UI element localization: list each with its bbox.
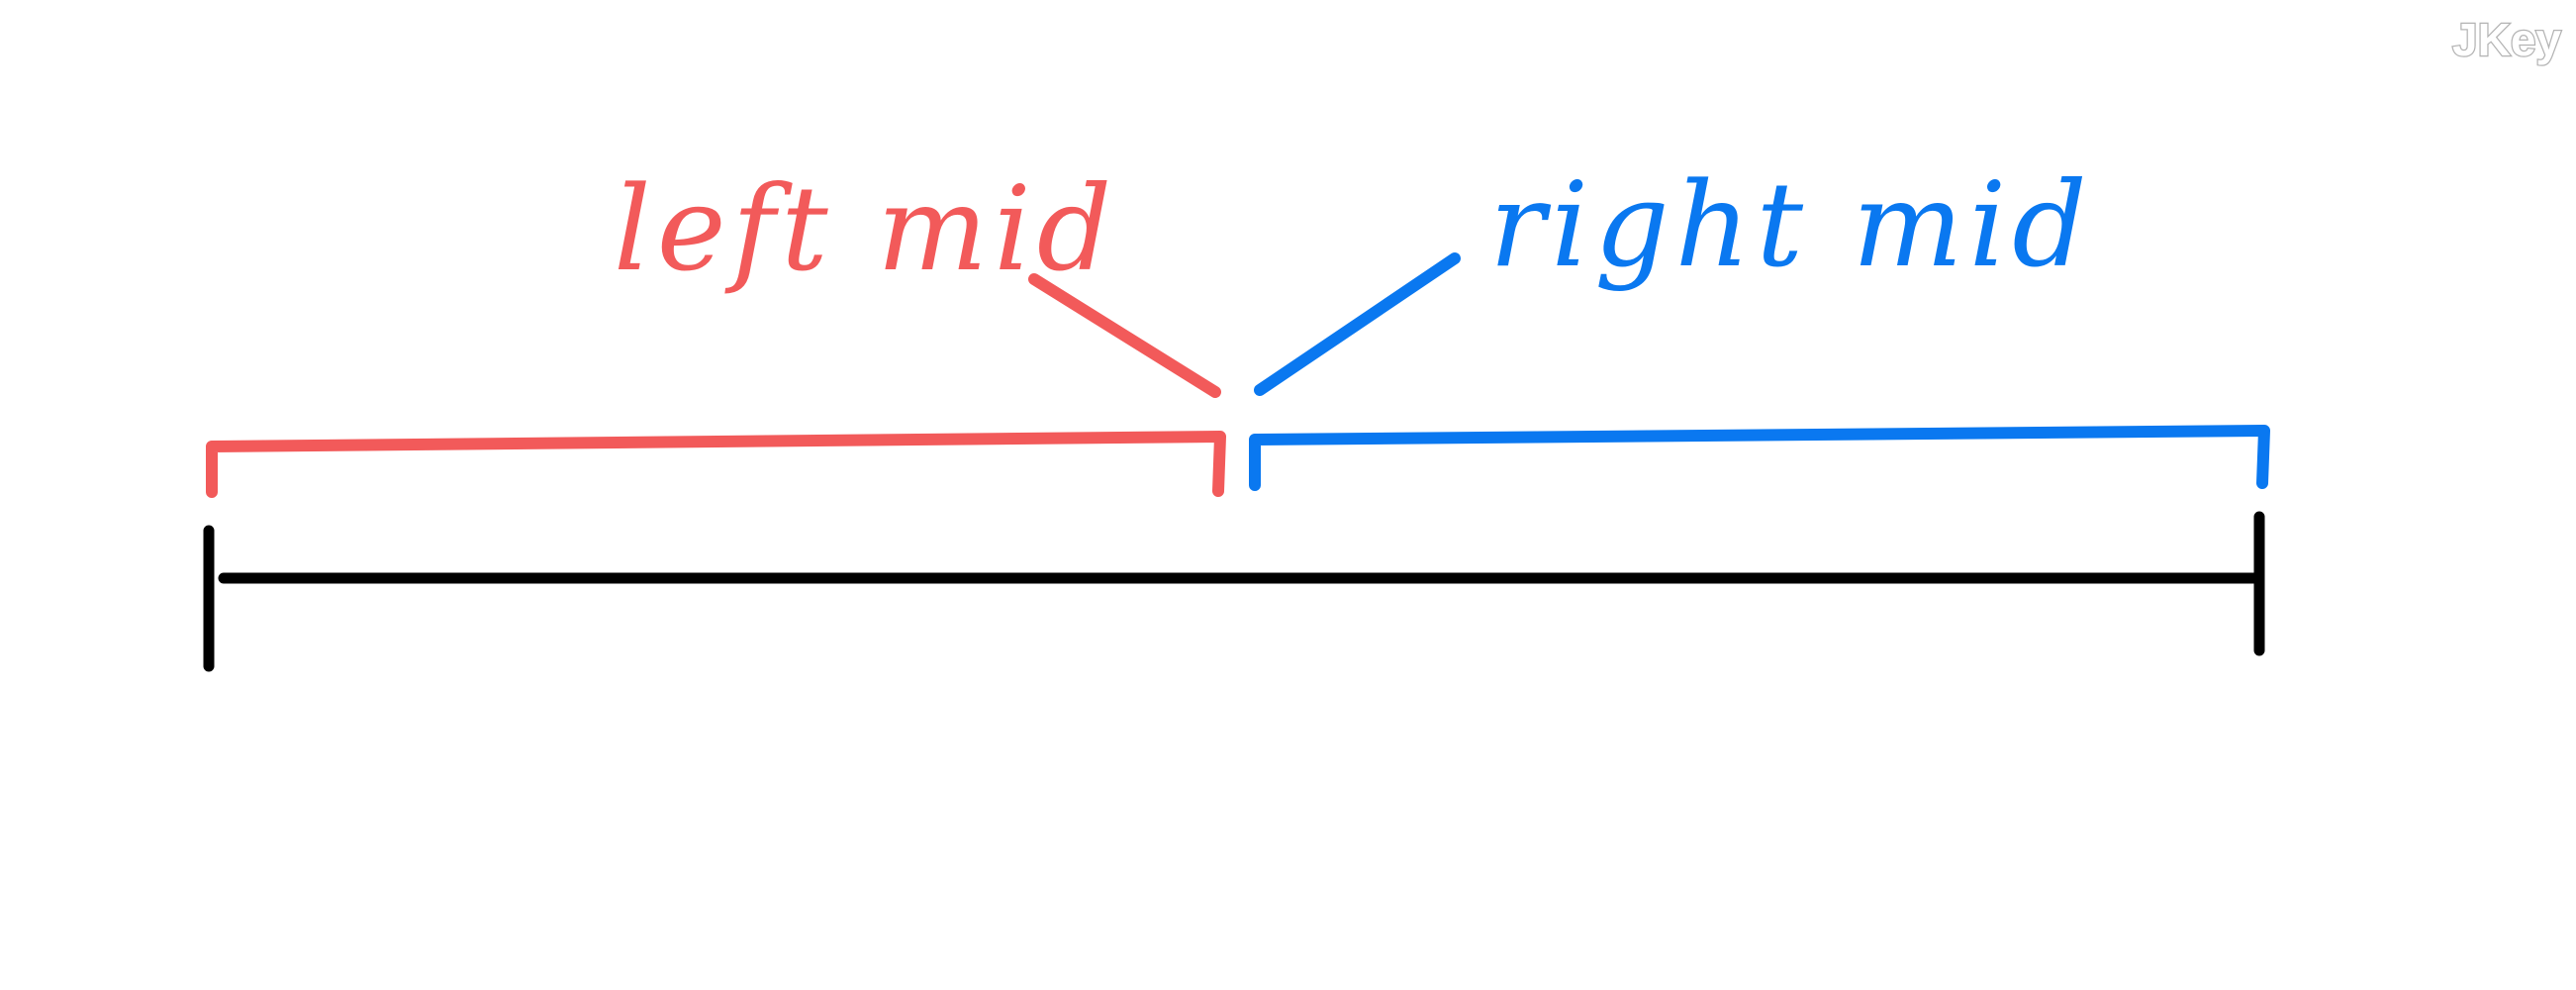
left-mid-label: left mid <box>614 160 1117 297</box>
right-half-bracket <box>1249 425 2270 491</box>
right-mid-label: right mid <box>1489 156 2093 293</box>
left-half-bracket <box>206 431 1226 498</box>
segment <box>203 511 2265 672</box>
left-bracket-line <box>206 431 1226 498</box>
left-mid-annotation: left mid <box>614 160 1221 398</box>
right-bracket-line <box>1249 425 2270 491</box>
watermark-logo: JKey <box>2452 14 2561 65</box>
right-mid-annotation: right mid <box>1254 156 2093 396</box>
left-pointer-line <box>1028 273 1221 398</box>
right-pointer-line <box>1254 252 1461 396</box>
